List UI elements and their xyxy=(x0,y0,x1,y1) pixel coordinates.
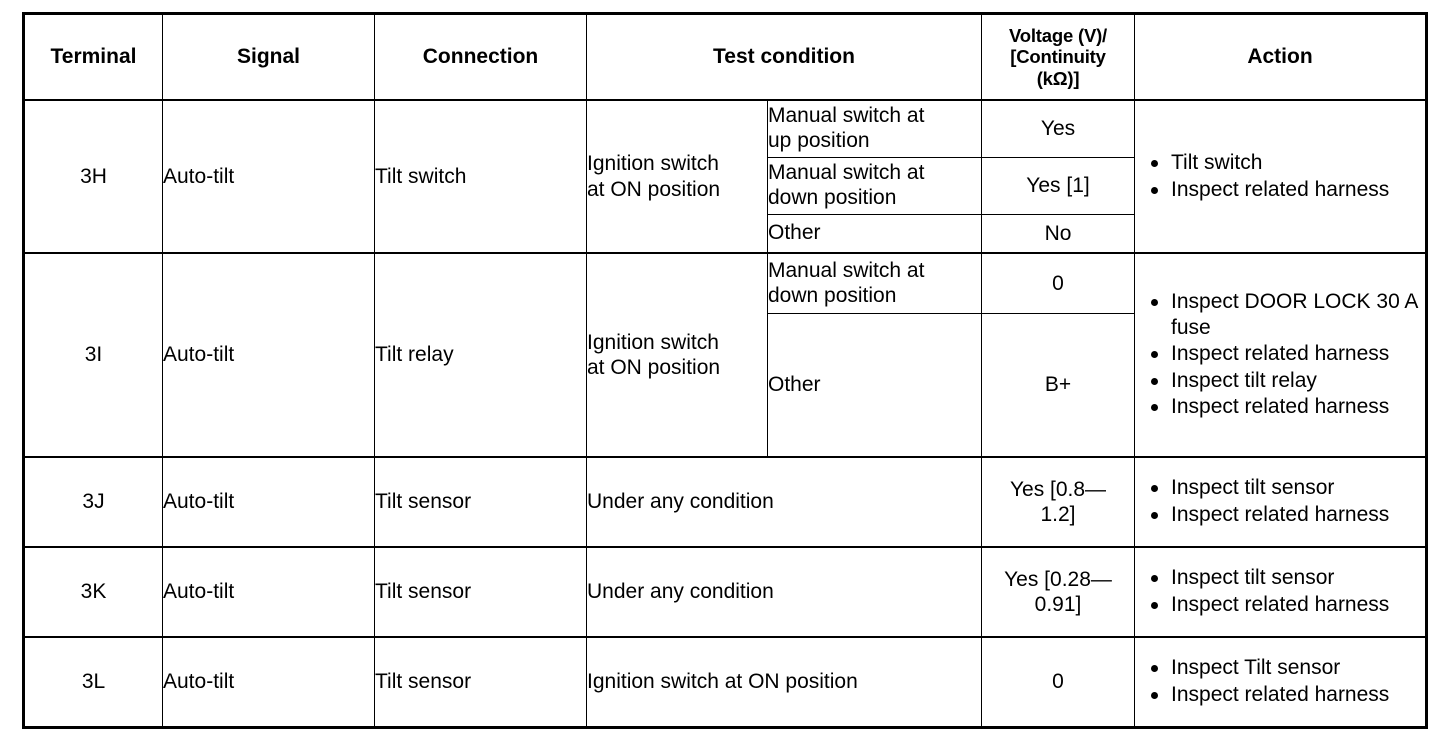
test-condition-line-1: Ignition switch xyxy=(587,152,719,176)
table-row: 3I Auto-tilt Tilt relay Ignition switch … xyxy=(23,252,1427,458)
cell-test-condition: Ignition switch at ON position xyxy=(586,252,768,458)
list-item: Inspect related harness xyxy=(1135,592,1425,618)
list-item: Inspect related harness xyxy=(1135,177,1425,203)
cell-connection: Tilt sensor xyxy=(374,546,587,638)
table-body: 3H Auto-tilt Tilt switch Ignition switch… xyxy=(23,99,1427,728)
cell-test-condition: Under any condition xyxy=(586,456,982,548)
cell-voltage: Yes [1] xyxy=(981,157,1135,215)
cell-action: Tilt switch Inspect related harness xyxy=(1134,99,1427,254)
sub-condition-line-1: Other xyxy=(768,372,821,396)
cell-sub-condition: Manual switch at down position xyxy=(767,157,982,215)
table-row: 3L Auto-tilt Tilt sensor Ignition switch… xyxy=(23,636,1427,728)
cell-connection: Tilt switch xyxy=(374,99,587,254)
list-item: Tilt switch xyxy=(1135,150,1425,176)
list-item: Inspect related harness xyxy=(1135,682,1425,708)
sub-condition-line-1: Manual switch at xyxy=(768,258,925,282)
list-item: Inspect tilt sensor xyxy=(1135,565,1425,591)
cell-signal: Auto-tilt xyxy=(162,456,375,548)
table-row: 3J Auto-tilt Tilt sensor Under any condi… xyxy=(23,456,1427,548)
cell-voltage: 0 xyxy=(981,252,1135,314)
sub-condition-line-1: Manual switch at xyxy=(768,104,925,128)
column-header-signal: Signal xyxy=(162,13,375,101)
voltage-header-line-1: Voltage (V)/ xyxy=(1009,25,1107,47)
cell-signal: Auto-tilt xyxy=(162,252,375,458)
cell-terminal: 3I xyxy=(23,252,163,458)
voltage-line-2: 0.91] xyxy=(1034,593,1082,616)
cell-action: Inspect Tilt sensor Inspect related harn… xyxy=(1134,636,1427,728)
cell-sub-condition: Manual switch at up position xyxy=(767,99,982,158)
header-row: Terminal Signal Connection Test conditio… xyxy=(23,13,1427,101)
cell-connection: Tilt sensor xyxy=(374,456,587,548)
cell-terminal: 3L xyxy=(23,636,163,728)
cell-voltage: Yes [0.8— 1.2] xyxy=(981,456,1135,548)
cell-sub-condition: Other xyxy=(767,313,982,458)
cell-test-condition: Under any condition xyxy=(586,546,982,638)
cell-sub-condition: Other xyxy=(767,214,982,254)
cell-signal: Auto-tilt xyxy=(162,636,375,728)
cell-action: Inspect DOOR LOCK 30 A fuse Inspect rela… xyxy=(1134,252,1427,458)
cell-signal: Auto-tilt xyxy=(162,99,375,254)
list-item: Inspect DOOR LOCK 30 A fuse xyxy=(1135,289,1425,340)
cell-connection: Tilt relay xyxy=(374,252,587,458)
list-item: Inspect Tilt sensor xyxy=(1135,655,1425,681)
table-row: 3H Auto-tilt Tilt switch Ignition switch… xyxy=(23,99,1427,254)
column-header-voltage-continuity: Voltage (V)/ [Continuity (kΩ)] xyxy=(981,13,1135,101)
list-item: Inspect related harness xyxy=(1135,341,1425,367)
sub-condition-line-1: Other xyxy=(768,221,821,245)
test-condition-line-2: at ON position xyxy=(587,177,721,201)
column-header-connection: Connection xyxy=(374,13,587,101)
table-header: Terminal Signal Connection Test conditio… xyxy=(23,13,1427,101)
list-item: Inspect tilt sensor xyxy=(1135,475,1425,501)
sub-condition-line-1: Manual switch at xyxy=(768,161,925,185)
cell-voltage: Yes [0.28— 0.91] xyxy=(981,546,1135,638)
cell-voltage: Yes xyxy=(981,99,1135,158)
cell-terminal: 3J xyxy=(23,456,163,548)
cell-test-condition: Ignition switch at ON position xyxy=(586,99,768,254)
voltage-line-1: Yes [0.8— xyxy=(1009,477,1107,501)
sub-condition-line-2: down position xyxy=(768,186,897,209)
table-row: Other No xyxy=(24,214,1427,254)
cell-action: Inspect tilt sensor Inspect related harn… xyxy=(1134,546,1427,638)
cell-voltage: B+ xyxy=(981,313,1135,458)
test-condition-line-2: at ON position xyxy=(587,356,721,379)
terminal-inspection-table: Terminal Signal Connection Test conditio… xyxy=(22,12,1428,729)
action-list: Tilt switch Inspect related harness xyxy=(1135,150,1425,202)
voltage-line-1: Yes [0.28— xyxy=(1004,567,1112,591)
column-header-test-condition: Test condition xyxy=(586,13,982,101)
action-list: Inspect DOOR LOCK 30 A fuse Inspect rela… xyxy=(1135,289,1425,420)
action-list: Inspect tilt sensor Inspect related harn… xyxy=(1135,565,1425,617)
sub-condition-line-2: up position xyxy=(768,129,870,152)
voltage-header-line-3: (kΩ)] xyxy=(1036,67,1080,89)
cell-test-condition: Ignition switch at ON position xyxy=(586,636,982,728)
test-condition-line-1: Ignition switch xyxy=(587,330,719,354)
voltage-line-2: 1.2] xyxy=(1040,503,1076,526)
cell-terminal: 3K xyxy=(23,546,163,638)
table-row: 3K Auto-tilt Tilt sensor Under any condi… xyxy=(23,546,1427,638)
column-header-action: Action xyxy=(1134,13,1427,101)
cell-connection: Tilt sensor xyxy=(374,636,587,728)
cell-voltage: No xyxy=(981,214,1135,254)
action-list: Inspect tilt sensor Inspect related harn… xyxy=(1135,475,1425,527)
list-item: Inspect related harness xyxy=(1135,502,1425,528)
cell-voltage: 0 xyxy=(981,636,1135,728)
list-item: Inspect tilt relay xyxy=(1135,368,1425,394)
cell-sub-condition: Manual switch at down position xyxy=(767,252,982,314)
cell-action: Inspect tilt sensor Inspect related harn… xyxy=(1134,456,1427,548)
sub-condition-line-2: down position xyxy=(768,283,897,307)
cell-signal: Auto-tilt xyxy=(162,546,375,638)
terminal-inspection-table-wrapper: Terminal Signal Connection Test conditio… xyxy=(22,12,1428,729)
table-row: Other B+ xyxy=(24,313,1427,458)
column-header-terminal: Terminal xyxy=(23,13,163,101)
action-list: Inspect Tilt sensor Inspect related harn… xyxy=(1135,655,1425,707)
voltage-header-line-2: [Continuity xyxy=(1010,46,1106,68)
list-item: Inspect related harness xyxy=(1135,394,1425,420)
cell-terminal: 3H xyxy=(23,99,163,254)
table-row: Manual switch at down position Yes [1] xyxy=(24,157,1427,215)
